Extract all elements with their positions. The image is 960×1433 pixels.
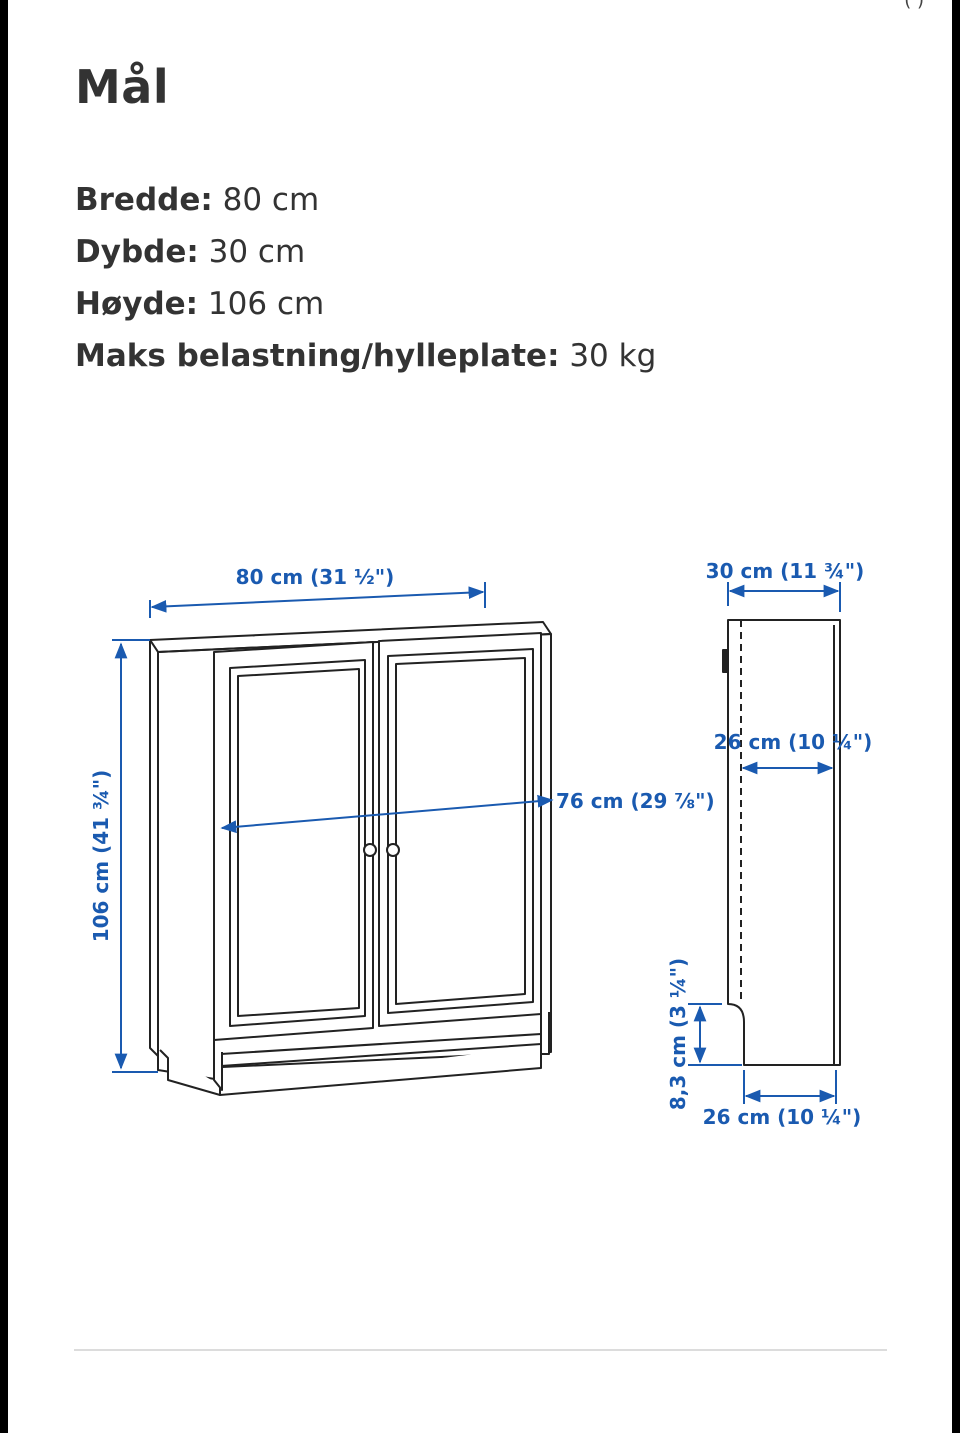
dimension-max-load: Maks belastning/hylleplate: 30 kg bbox=[75, 330, 656, 382]
dimension-label: Høyde: bbox=[75, 286, 199, 322]
divider bbox=[74, 1349, 887, 1351]
front-dimension-lines bbox=[112, 582, 554, 1073]
dimension-height: Høyde: 106 cm bbox=[75, 278, 656, 330]
cabinet-front-view bbox=[149, 621, 552, 1096]
dimension-label: Maks belastning/hylleplate: bbox=[75, 338, 560, 374]
dimension-value: 30 kg bbox=[569, 338, 657, 374]
section-title: Mål bbox=[75, 60, 170, 114]
inner-width-label: 76 cm (29 ⅞") bbox=[556, 789, 715, 813]
dimension-width: Bredde: 80 cm bbox=[75, 174, 656, 226]
product-dimensions-section: ( ) Mål Bredde: 80 cm Dybde: 30 cm Høyde… bbox=[8, 0, 952, 1433]
bottom-depth-label: 26 cm (10 ¼") bbox=[703, 1105, 862, 1129]
dimension-depth: Dybde: 30 cm bbox=[75, 226, 656, 278]
dimension-value: 30 cm bbox=[208, 234, 306, 270]
side-dimension-lines bbox=[688, 582, 841, 1104]
dimension-value: 106 cm bbox=[207, 286, 325, 322]
plinth-height-label: 8,3 cm (3 ¼") bbox=[666, 958, 690, 1110]
dimension-label: Dybde: bbox=[75, 234, 199, 270]
corner-mark: ( ) bbox=[904, 0, 924, 11]
inner-depth-label: 26 cm (10 ¼") bbox=[714, 730, 873, 754]
depth-label: 30 cm (11 ¾") bbox=[706, 559, 865, 583]
cabinet-side-view bbox=[722, 619, 841, 1066]
width-label: 80 cm (31 ½") bbox=[236, 565, 395, 589]
height-label: 106 cm (41 ¾") bbox=[89, 770, 113, 943]
dimension-label: Bredde: bbox=[75, 182, 213, 218]
dimension-value: 80 cm bbox=[222, 182, 320, 218]
dimension-drawing: 80 cm (31 ½") 106 cm (41 ¾") 76 cm (29 ⅞… bbox=[89, 559, 873, 1129]
dimensions-list: Bredde: 80 cm Dybde: 30 cm Høyde: 106 cm… bbox=[75, 174, 656, 382]
